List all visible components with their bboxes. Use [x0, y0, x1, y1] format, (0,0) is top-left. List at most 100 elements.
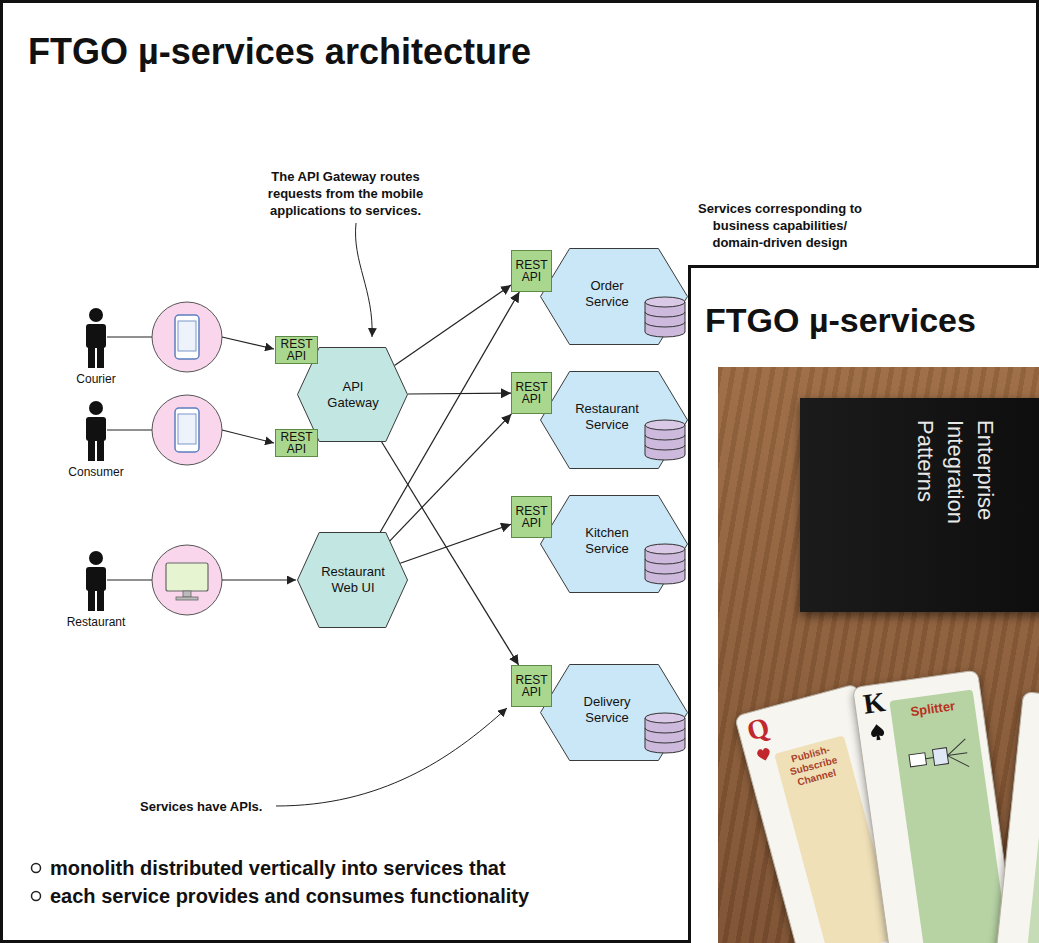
database-band — [645, 738, 685, 743]
icon-line — [925, 758, 933, 759]
label-box: Services corresponding to business capab… — [692, 200, 868, 251]
database-band — [645, 728, 685, 733]
api-label: REST API — [514, 505, 549, 529]
card-rank: Q — [743, 711, 772, 748]
node-label: Restaurant Web UI — [318, 564, 388, 596]
monitor-stand — [183, 591, 191, 597]
hex-text-box: Order Service — [572, 278, 642, 310]
spade-shape — [869, 723, 884, 741]
spade-symbol — [868, 722, 886, 742]
api-label: REST API — [514, 259, 549, 283]
connector-arrow — [380, 292, 519, 532]
service-hexagon: Kitchen Service — [540, 495, 688, 593]
database-band — [645, 435, 685, 440]
node-label: Order Service — [572, 278, 642, 310]
phone-screen — [178, 321, 196, 351]
phone-screen — [178, 414, 196, 444]
device-circle — [152, 545, 222, 615]
label-box: Services have APIs. — [140, 799, 262, 815]
label-box: FTGO µ-services — [705, 300, 976, 340]
title-box: FTGO µ-services architecture — [28, 30, 531, 74]
rest-api-box: REST API — [275, 429, 318, 457]
callout-leader — [356, 223, 373, 337]
playing-card — [994, 691, 1039, 943]
icon-line — [945, 739, 967, 756]
link-line — [107, 579, 152, 580]
phone-icon — [175, 408, 199, 452]
hexagon-outline — [298, 533, 408, 628]
icon-line — [947, 753, 967, 756]
gateway-hexagon: Restaurant Web UI — [297, 532, 408, 628]
hex-text-box: API Gateway — [318, 379, 388, 411]
icon-box — [932, 748, 948, 766]
database-band — [645, 322, 685, 327]
card-panel — [889, 689, 1008, 943]
person-leg — [97, 589, 104, 611]
database-top — [645, 544, 685, 554]
person-body — [86, 567, 106, 591]
monitor-icon — [166, 563, 208, 591]
phone-icon — [175, 315, 199, 359]
actor-label: Restaurant — [56, 615, 136, 629]
person-head — [89, 401, 103, 415]
photo: Enterprise Integration Patterns QPublish… — [718, 367, 1039, 943]
label-box: Restaurant — [56, 615, 136, 629]
book-box: Enterprise Integration Patterns — [800, 398, 1039, 612]
overlapping-slide: Enterprise Integration Patterns QPublish… — [688, 265, 1039, 943]
link-line — [107, 336, 152, 337]
connector-arrow — [395, 285, 512, 365]
hex-text-box: Kitchen Service — [572, 525, 642, 557]
heart-symbol — [754, 745, 774, 765]
book-title: Enterprise Integration Patterns — [910, 420, 1000, 560]
label-box: Enterprise Integration Patterns — [910, 420, 1000, 560]
person-head — [89, 308, 103, 322]
card-rank: K — [861, 686, 887, 721]
database-top — [645, 420, 685, 430]
hexagon-outline — [541, 496, 688, 593]
link-line — [107, 429, 152, 430]
bullet-mark — [32, 892, 41, 901]
monitor-base — [176, 597, 198, 600]
bullet-text: monolith distributed vertically into ser… — [50, 856, 506, 880]
bullet-text: each service provides and consumes funct… — [50, 884, 529, 908]
person-leg — [97, 346, 104, 368]
card-panel — [1025, 713, 1039, 943]
person-head — [89, 551, 103, 565]
slide-title: FTGO µ-services architecture — [28, 30, 531, 74]
hexagon-outline — [541, 372, 688, 469]
label-box: each service provides and consumes funct… — [50, 884, 529, 908]
label-box: monolith distributed vertically into ser… — [50, 856, 506, 880]
service-hexagon: Restaurant Service — [540, 371, 688, 469]
hexagon-outline — [541, 665, 688, 761]
person-leg — [88, 346, 95, 368]
api-label: REST API — [278, 338, 315, 362]
database-band — [645, 559, 685, 564]
device-circle — [152, 395, 222, 465]
api-label: REST API — [514, 674, 549, 698]
label-box: Consumer — [56, 465, 136, 479]
rest-api-box: REST API — [511, 665, 552, 707]
node-label: Kitchen Service — [572, 525, 642, 557]
rest-api-box: REST API — [511, 496, 552, 538]
rest-api-box: REST API — [275, 336, 318, 364]
label-box: Courier — [56, 372, 136, 386]
icon-box — [908, 753, 926, 767]
database-band — [645, 445, 685, 450]
connector-arrow — [390, 414, 512, 541]
device-circle — [152, 302, 222, 372]
actor-label: Courier — [56, 372, 136, 386]
database-top — [645, 297, 685, 307]
rest-api-box: REST API — [511, 250, 552, 292]
hex-text-box: Restaurant Service — [572, 401, 642, 433]
slide-title: FTGO µ-services — [705, 300, 976, 340]
person-leg — [97, 439, 104, 461]
callout-text: Services corresponding to business capab… — [692, 200, 868, 251]
callout-leader — [276, 708, 507, 806]
actor-label: Consumer — [56, 465, 136, 479]
api-label: REST API — [514, 381, 549, 405]
label-box: Q — [743, 711, 772, 748]
database-top — [645, 713, 685, 723]
person-leg — [88, 439, 95, 461]
bullet-mark — [32, 864, 41, 873]
hex-text-box: Restaurant Web UI — [318, 564, 388, 596]
